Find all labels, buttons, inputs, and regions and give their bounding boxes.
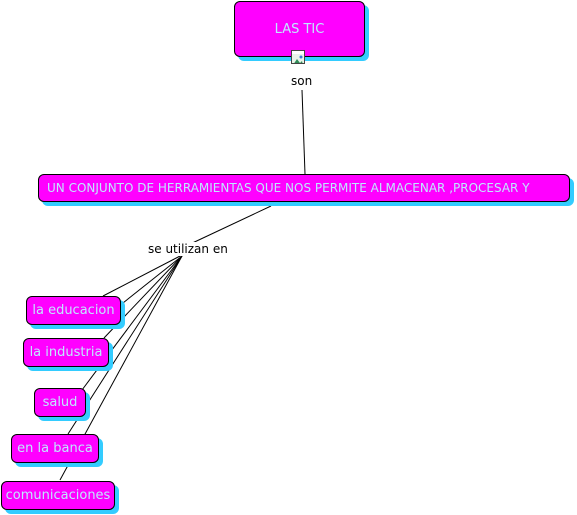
connector-main-to-used-in (185, 205, 272, 247)
connector-used-in-to-banca (67, 255, 183, 435)
concept-salud-label: salud (42, 395, 78, 410)
concept-la-industria-label: la industria (29, 345, 103, 360)
image-resource-icon[interactable] (291, 50, 305, 64)
connector-used-in-to-educacion (102, 254, 183, 297)
image-resource-icon-glyph (292, 54, 304, 63)
concept-la-industria[interactable]: la industria (23, 338, 109, 367)
connector-used-in-to-salud (81, 255, 183, 391)
concept-salud[interactable]: salud (34, 388, 86, 417)
concept-las-tic[interactable]: LAS TIC (234, 1, 365, 57)
concept-main-definition-label: UN CONJUNTO DE HERRAMIENTAS QUE NOS PERM… (47, 181, 530, 195)
concept-la-educacion-label: la educacion (32, 303, 115, 318)
concept-en-la-banca-label: en la banca (17, 441, 93, 456)
concept-main-definition[interactable]: UN CONJUNTO DE HERRAMIENTAS QUE NOS PERM… (38, 174, 570, 202)
concept-en-la-banca[interactable]: en la banca (11, 434, 99, 463)
concept-comunicaciones-label: comunicaciones (5, 488, 111, 503)
link-label-se-utilizan-en: se utilizan en (148, 242, 228, 256)
concept-la-educacion[interactable]: la educacion (26, 296, 121, 325)
connector-son-to-main (301, 89, 306, 175)
link-label-son: son (291, 74, 313, 88)
concept-las-tic-label: LAS TIC (274, 21, 325, 37)
concept-comunicaciones[interactable]: comunicaciones (1, 481, 115, 510)
